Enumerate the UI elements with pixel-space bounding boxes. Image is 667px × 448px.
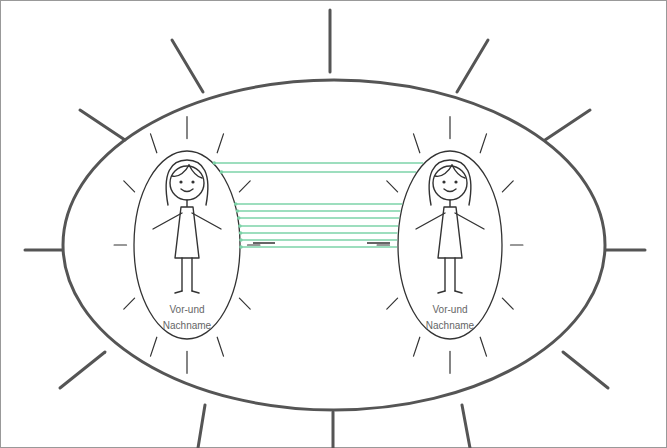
relationship-line bbox=[241, 239, 397, 241]
relationship-line bbox=[222, 171, 417, 173]
relationship-line bbox=[214, 162, 423, 164]
relationship-line bbox=[241, 232, 398, 234]
stick-figure bbox=[153, 160, 221, 293]
relationship-line bbox=[240, 225, 398, 227]
line-start-dot bbox=[239, 238, 243, 242]
person-rays bbox=[114, 117, 260, 374]
relationship-line bbox=[237, 210, 400, 212]
outer-ellipse bbox=[63, 80, 605, 410]
line-start-dot bbox=[239, 245, 243, 249]
relationship-line bbox=[239, 217, 399, 219]
person-ellipse: Vor-und Nachname bbox=[397, 150, 503, 340]
line-start-dot bbox=[220, 170, 224, 174]
line-start-dot bbox=[238, 224, 242, 228]
relationship-line bbox=[241, 246, 397, 248]
relationship-line bbox=[236, 203, 402, 205]
line-start-dot bbox=[237, 216, 241, 220]
line-start-dot bbox=[239, 231, 243, 235]
person-ellipse: Vor-und Nachname bbox=[133, 150, 241, 340]
person-name: Vor-und Nachname bbox=[423, 302, 477, 334]
hand-dashes bbox=[253, 242, 390, 244]
person-name: Vor-und Nachname bbox=[160, 302, 214, 334]
line-start-dot bbox=[234, 202, 238, 206]
line-start-dot bbox=[236, 209, 240, 213]
outer-rays bbox=[25, 10, 645, 448]
line-start-dot bbox=[212, 161, 216, 165]
person-rays bbox=[377, 117, 523, 374]
stick-figure bbox=[416, 160, 484, 293]
